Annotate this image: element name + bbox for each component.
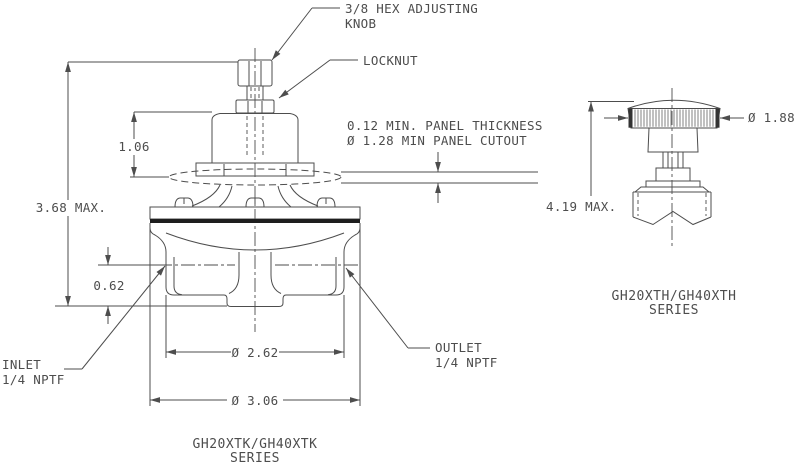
knob-dome bbox=[627, 99, 721, 109]
label-inlet-line2: 1/4 NPTF bbox=[2, 372, 65, 387]
label-adjusting-knob-line2: KNOB bbox=[345, 16, 376, 31]
dim-bonnet-height-value: 1.06 bbox=[118, 139, 149, 154]
regulator-body bbox=[149, 223, 361, 307]
hand-knob-series-caption-line1: GH20XTH/GH40XTH bbox=[612, 289, 737, 304]
break-line bbox=[632, 210, 712, 226]
main-series-caption-line2: SERIES bbox=[230, 451, 280, 466]
knob-stem bbox=[662, 151, 684, 169]
dim-port-height-value: 0.62 bbox=[93, 278, 124, 293]
dim-knob-diameter-value: Ø 1.88 bbox=[748, 110, 795, 125]
hand-knob-dimensions bbox=[588, 101, 744, 196]
label-inlet-line1: INLET bbox=[2, 357, 41, 372]
knurl-lines bbox=[634, 109, 714, 127]
leader-lines bbox=[64, 7, 430, 370]
hand-knob-series-caption-line2: SERIES bbox=[649, 303, 699, 318]
panel-cutout-ellipse bbox=[168, 168, 342, 186]
main-centerlines bbox=[158, 48, 360, 332]
flange-screws bbox=[174, 197, 336, 208]
knob-hub bbox=[647, 127, 699, 153]
label-outlet-line2: 1/4 NPTF bbox=[435, 355, 498, 370]
hand-knob-body bbox=[632, 186, 712, 226]
diaphragm-seal-band bbox=[150, 219, 360, 223]
dim-hand-knob-height-value: 4.19 MAX. bbox=[546, 199, 616, 214]
hand-knob bbox=[627, 99, 721, 188]
spring-chamber-flare bbox=[191, 184, 319, 208]
hand-knob-washer bbox=[645, 180, 701, 188]
dim-overall-height-value: 3.68 MAX. bbox=[36, 200, 106, 215]
extension-lines bbox=[55, 61, 361, 406]
label-panel-cutout: Ø 1.28 MIN PANEL CUTOUT bbox=[347, 133, 527, 148]
dim-outer-diameter-value: Ø 3.06 bbox=[232, 393, 279, 408]
diaphragm-dome bbox=[165, 232, 345, 251]
hand-knob-locknut bbox=[655, 167, 691, 182]
bonnet bbox=[211, 113, 299, 164]
label-adjusting-knob-line1: 3/8 HEX ADJUSTING bbox=[345, 1, 478, 16]
label-locknut: LOCKNUT bbox=[363, 53, 418, 68]
main-series-caption-line1: GH20XTK/GH40XTK bbox=[193, 437, 318, 452]
label-panel-thickness: 0.12 MIN. PANEL THICKNESS bbox=[347, 118, 543, 133]
label-outlet-line1: OUTLET bbox=[435, 340, 482, 355]
panel-lines bbox=[130, 171, 538, 184]
dim-inner-diameter-value: Ø 2.62 bbox=[232, 345, 279, 360]
